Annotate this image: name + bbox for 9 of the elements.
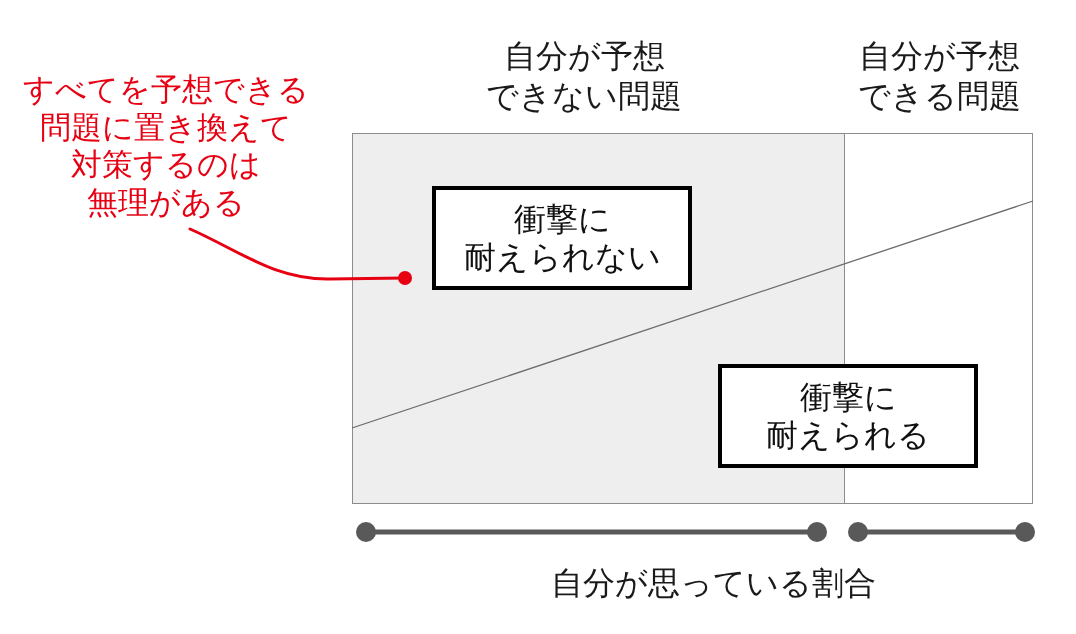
leader-line	[188, 227, 412, 285]
outcome-text: 衝撃に耐えられる	[765, 378, 931, 454]
outcome-box	[718, 364, 978, 468]
annotation-text: すべてを予想できる問題に置き換えて対策するのは無理がある	[19, 71, 314, 229]
axis-label: 自分が思っている割合	[550, 563, 876, 603]
outcome-text: 衝撃に耐えられない	[462, 200, 662, 276]
outcome-box	[432, 186, 692, 290]
column-heading: 自分が予想できる問題	[856, 36, 1022, 116]
column-heading: 自分が予想できない問題	[485, 36, 683, 116]
